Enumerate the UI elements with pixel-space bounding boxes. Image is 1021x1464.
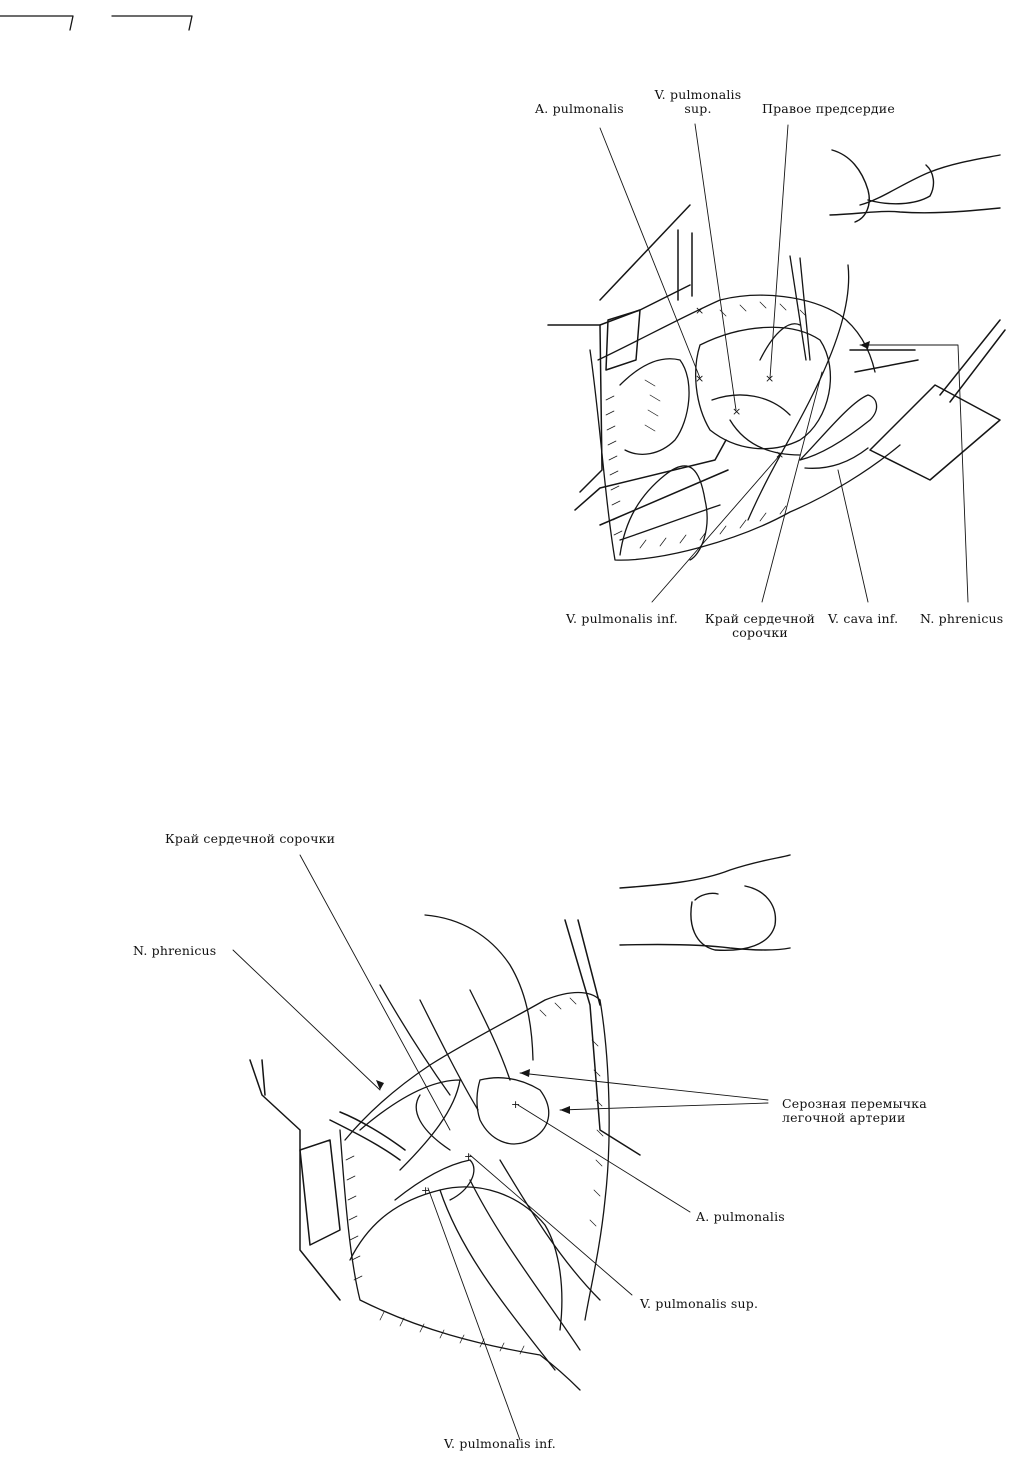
- label-a-pulmonalis-top: A. pulmonalis: [535, 102, 624, 116]
- bottom-retractors: [250, 920, 640, 1300]
- bottom-leader-lines: [233, 855, 768, 1440]
- svg-text:×: ×: [732, 405, 741, 418]
- label-pericardium-edge-top: Край сердечной сорочки: [700, 612, 820, 640]
- svg-text:×: ×: [765, 372, 774, 385]
- corner-fragment: [0, 16, 192, 30]
- top-hand-drawing: [830, 150, 1000, 222]
- top-hatching: [606, 302, 806, 548]
- top-arrow-head: [860, 341, 870, 349]
- svg-text:×: ×: [695, 304, 704, 317]
- label-n-phrenicus-top: N. phrenicus: [920, 612, 1003, 626]
- bottom-hand-drawing: [620, 855, 790, 950]
- label-v-pulmonalis-sup-top: V. pulmonalis sup.: [648, 88, 748, 116]
- top-leader-lines: [600, 124, 968, 602]
- label-right-atrium: Правое предсердие: [762, 102, 895, 116]
- bottom-figure-drawing: + + +: [233, 855, 790, 1440]
- label-v-pulmonalis-sup-line1: V. pulmonalis: [648, 88, 748, 102]
- label-a-pulmonalis-bottom: A. pulmonalis: [696, 1210, 785, 1224]
- svg-text:+: +: [511, 1098, 520, 1111]
- label-v-cava-inf: V. cava inf.: [828, 612, 898, 626]
- svg-text:+: +: [421, 1184, 430, 1197]
- label-n-phrenicus-bottom: N. phrenicus: [133, 944, 216, 958]
- label-serous-bridge-line1: Серозная перемычка: [782, 1097, 927, 1111]
- svg-text:×: ×: [695, 372, 704, 385]
- top-figure-drawing: × × × × ×: [548, 124, 1005, 602]
- label-pericardium-edge-bottom: Край сердечной сорочки: [165, 832, 335, 846]
- label-pericardium-edge-line2: сорочки: [700, 626, 820, 640]
- label-v-pulmonalis-sup-bottom: V. pulmonalis sup.: [640, 1297, 758, 1311]
- label-v-pulmonalis-sup-line2: sup.: [648, 102, 748, 116]
- label-pericardium-edge-line1: Край сердечной: [700, 612, 820, 626]
- bottom-hatching: [346, 998, 603, 1354]
- label-v-pulmonalis-inf-bottom: V. pulmonalis inf.: [444, 1437, 556, 1451]
- label-v-pulmonalis-inf-top: V. pulmonalis inf.: [566, 612, 678, 626]
- label-serous-bridge: Серозная перемычка легочной артерии: [782, 1097, 927, 1125]
- top-retractors: [548, 205, 1005, 525]
- label-serous-bridge-line2: легочной артерии: [782, 1111, 927, 1125]
- svg-text:×: ×: [775, 448, 784, 461]
- top-opening-outline: [590, 256, 900, 560]
- svg-text:+: +: [464, 1150, 473, 1163]
